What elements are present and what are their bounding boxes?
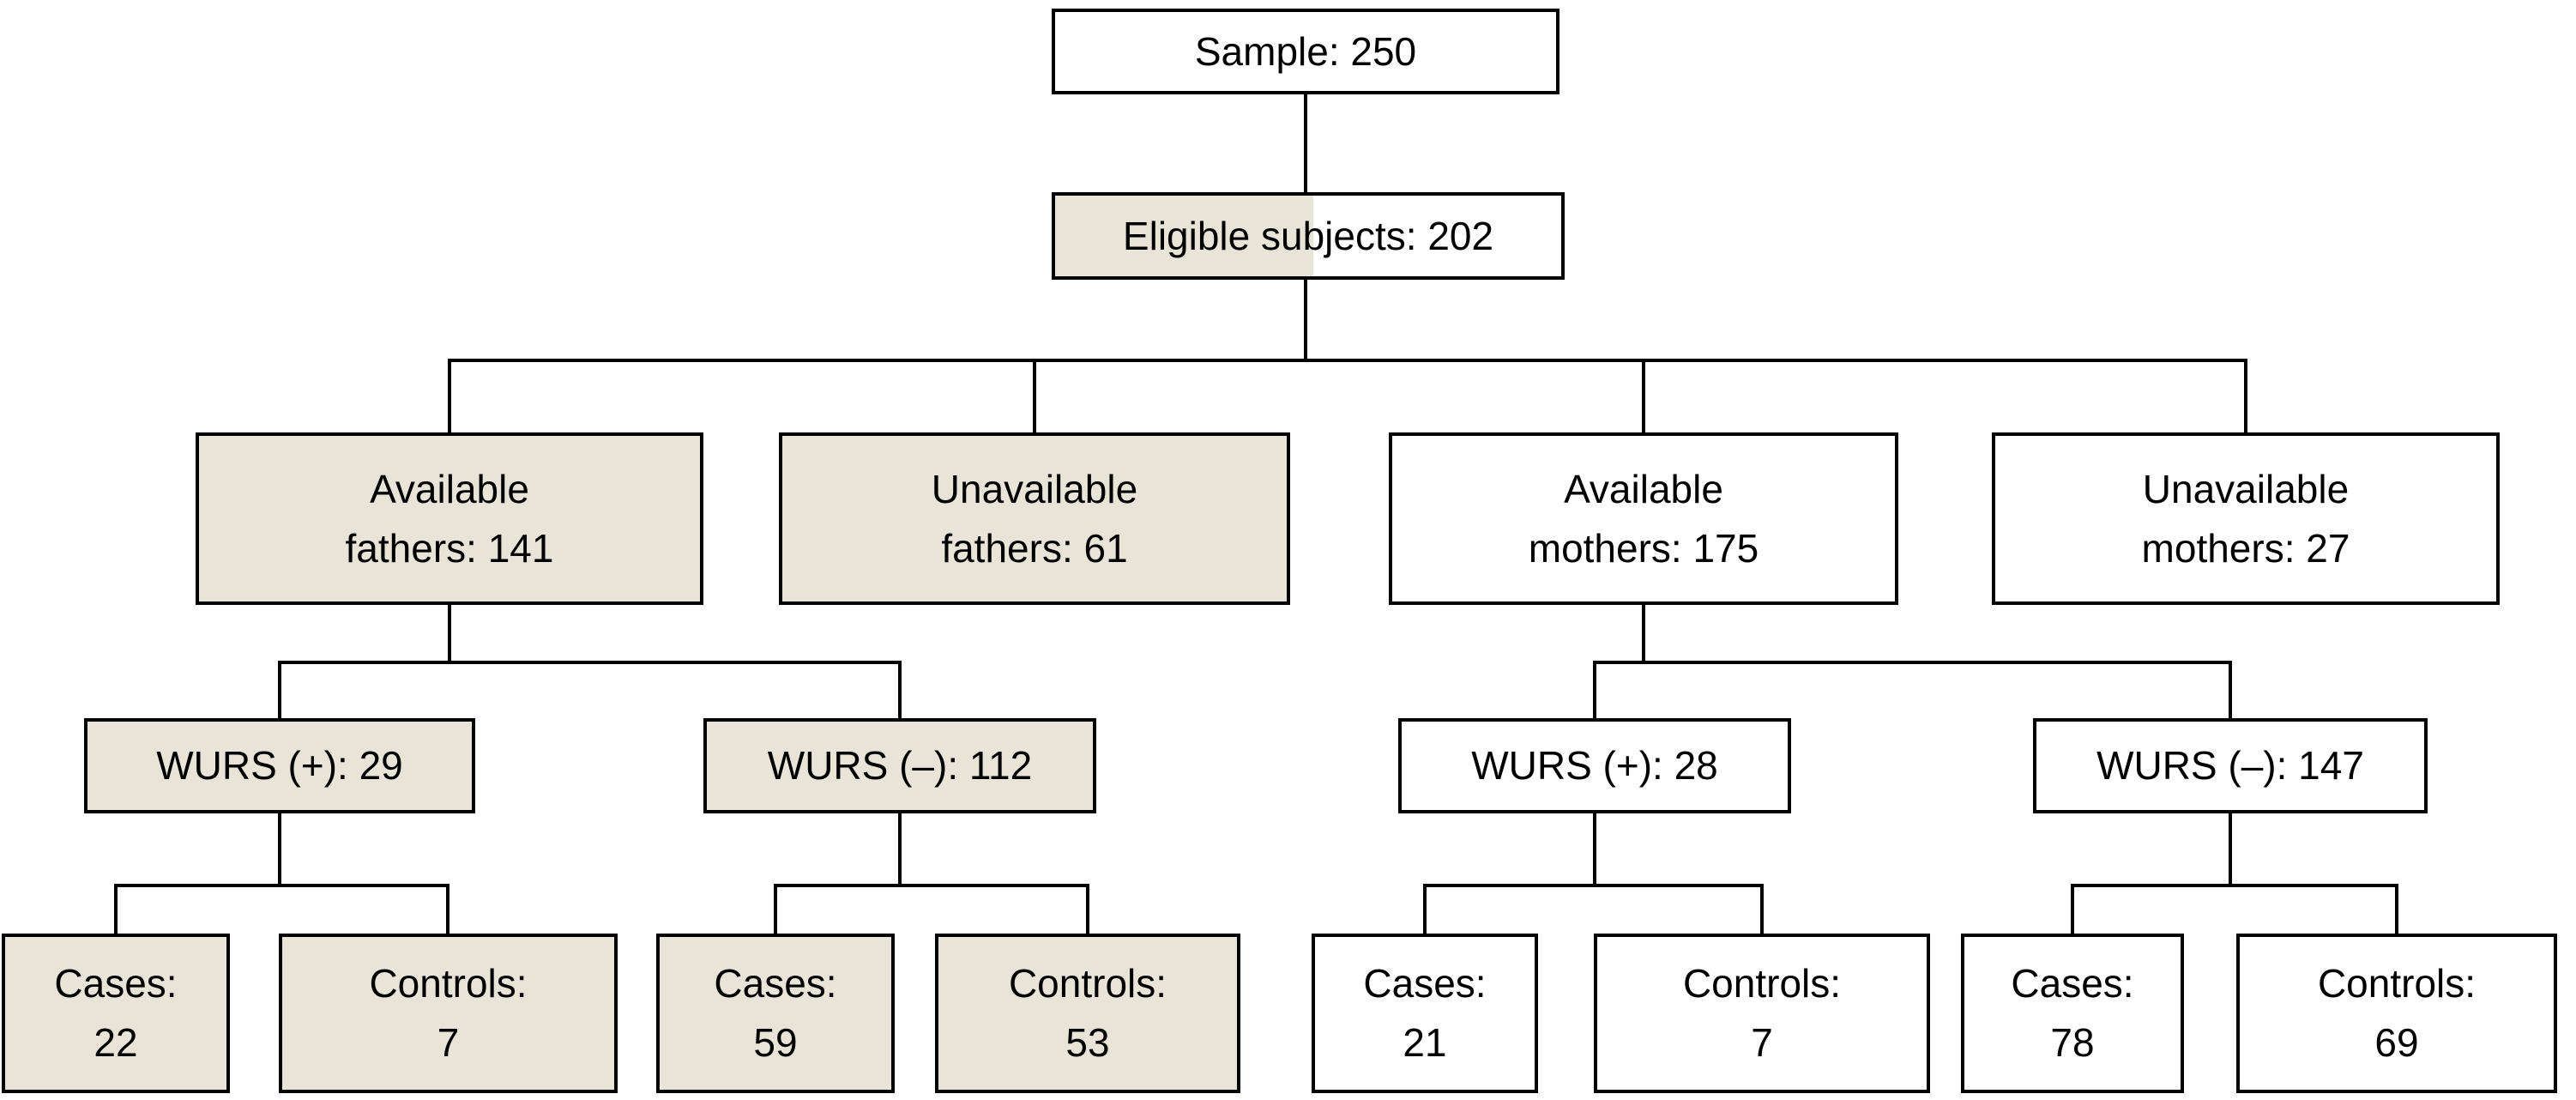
connector-drop-cases-neg-fathers	[774, 884, 777, 934]
connector-drop-cases-pos-fathers	[114, 884, 118, 934]
node-available-fathers: Available fathers: 141	[196, 432, 703, 605]
node-eligible-subjects: Eligible subjects: 202	[1052, 192, 1565, 280]
connector-wurs-neg-fathers-bus	[774, 884, 1089, 887]
node-controls-wurs-negative-mothers: Controls: 69	[2236, 934, 2557, 1093]
node-sample-label: Sample: 250	[1194, 28, 1417, 74]
connector-drop-unavailable-mothers	[2244, 359, 2247, 432]
connector-drop-wurs-pos-fathers	[278, 661, 281, 718]
connector-available-mothers-stem	[1642, 605, 1645, 661]
connector-drop-wurs-neg-fathers	[898, 661, 902, 718]
node-unavailable-mothers-line2: mothers: 27	[2141, 525, 2350, 571]
connector-wurs-pos-fathers-bus	[114, 884, 449, 887]
node-available-fathers-line1: Available	[370, 466, 529, 511]
node-wurs-negative-fathers: WURS (–): 112	[703, 718, 1096, 813]
node-wurs-positive-fathers: WURS (+): 29	[84, 718, 475, 813]
node-wurs-negative-mothers: WURS (–): 147	[2033, 718, 2428, 813]
connector-level3-bus	[448, 359, 2247, 362]
connector-eligible-stem	[1304, 280, 1307, 359]
node-unavailable-mothers-line1: Unavailable	[2142, 466, 2350, 511]
node-wurs-positive-mothers: WURS (+): 28	[1398, 718, 1791, 813]
node-wurs-negative-fathers-label: WURS (–): 112	[767, 743, 1033, 788]
controls-label: Controls:	[2317, 961, 2476, 1006]
cases-label: Cases:	[2011, 961, 2134, 1006]
node-unavailable-fathers-line1: Unavailable	[931, 466, 1138, 511]
connector-fathers-wurs-bus	[278, 661, 902, 664]
cases-label: Cases:	[714, 961, 837, 1006]
controls-value: 7	[437, 1020, 460, 1065]
node-controls-wurs-positive-fathers: Controls: 7	[279, 934, 618, 1093]
cases-value: 22	[94, 1020, 138, 1065]
controls-value: 7	[1751, 1020, 1773, 1065]
cases-label: Cases:	[1363, 961, 1487, 1006]
node-cases-wurs-positive-mothers: Cases: 21	[1312, 934, 1538, 1093]
node-sample: Sample: 250	[1052, 9, 1559, 94]
connector-drop-available-mothers	[1642, 359, 1645, 432]
node-controls-wurs-negative-fathers: Controls: 53	[935, 934, 1240, 1093]
cases-value: 21	[1403, 1020, 1447, 1065]
connector-wurs-pos-fathers-stem	[278, 813, 281, 884]
connector-wurs-pos-mothers-stem	[1593, 813, 1596, 884]
connector-sample-eligible	[1304, 94, 1307, 192]
connector-wurs-pos-mothers-bus	[1423, 884, 1764, 887]
node-available-mothers-line2: mothers: 175	[1528, 525, 1759, 571]
node-available-mothers: Available mothers: 175	[1389, 432, 1898, 605]
cases-value: 78	[2050, 1020, 2095, 1065]
node-unavailable-fathers: Unavailable fathers: 61	[779, 432, 1290, 605]
connector-drop-controls-pos-mothers	[1760, 884, 1764, 934]
connector-drop-controls-pos-fathers	[446, 884, 449, 934]
node-unavailable-fathers-line2: fathers: 61	[941, 525, 1128, 571]
node-cases-wurs-negative-fathers: Cases: 59	[656, 934, 895, 1093]
controls-label: Controls:	[369, 961, 528, 1006]
connector-available-fathers-stem	[448, 605, 451, 661]
node-cases-wurs-negative-mothers: Cases: 78	[1961, 934, 2184, 1093]
connector-wurs-neg-mothers-bus	[2071, 884, 2398, 887]
controls-label: Controls:	[1682, 961, 1842, 1006]
node-unavailable-mothers: Unavailable mothers: 27	[1992, 432, 2500, 605]
controls-value: 69	[2374, 1020, 2419, 1065]
connector-drop-wurs-neg-mothers	[2229, 661, 2232, 718]
connector-mothers-wurs-bus	[1593, 661, 2232, 664]
controls-value: 53	[1065, 1020, 1110, 1065]
connector-drop-wurs-pos-mothers	[1593, 661, 1596, 718]
connector-drop-available-fathers	[448, 359, 451, 432]
connector-drop-unavailable-fathers	[1033, 359, 1036, 432]
node-eligible-subjects-label: Eligible subjects: 202	[1122, 213, 1494, 258]
connector-drop-controls-neg-mothers	[2395, 884, 2398, 934]
node-cases-wurs-positive-fathers: Cases: 22	[2, 934, 230, 1093]
connector-wurs-neg-fathers-stem	[898, 813, 902, 884]
connector-wurs-neg-mothers-stem	[2229, 813, 2232, 884]
connector-drop-cases-pos-mothers	[1423, 884, 1427, 934]
cases-value: 59	[753, 1020, 798, 1065]
node-wurs-negative-mothers-label: WURS (–): 147	[2096, 743, 2364, 788]
controls-label: Controls:	[1008, 961, 1167, 1006]
node-available-mothers-line1: Available	[1564, 466, 1723, 511]
cases-label: Cases:	[54, 961, 178, 1006]
node-controls-wurs-positive-mothers: Controls: 7	[1594, 934, 1930, 1093]
connector-drop-controls-neg-fathers	[1086, 884, 1089, 934]
node-available-fathers-line2: fathers: 141	[345, 525, 554, 571]
node-wurs-positive-fathers-label: WURS (+): 29	[156, 743, 403, 788]
node-wurs-positive-mothers-label: WURS (+): 28	[1471, 743, 1718, 788]
connector-drop-cases-neg-mothers	[2071, 884, 2074, 934]
